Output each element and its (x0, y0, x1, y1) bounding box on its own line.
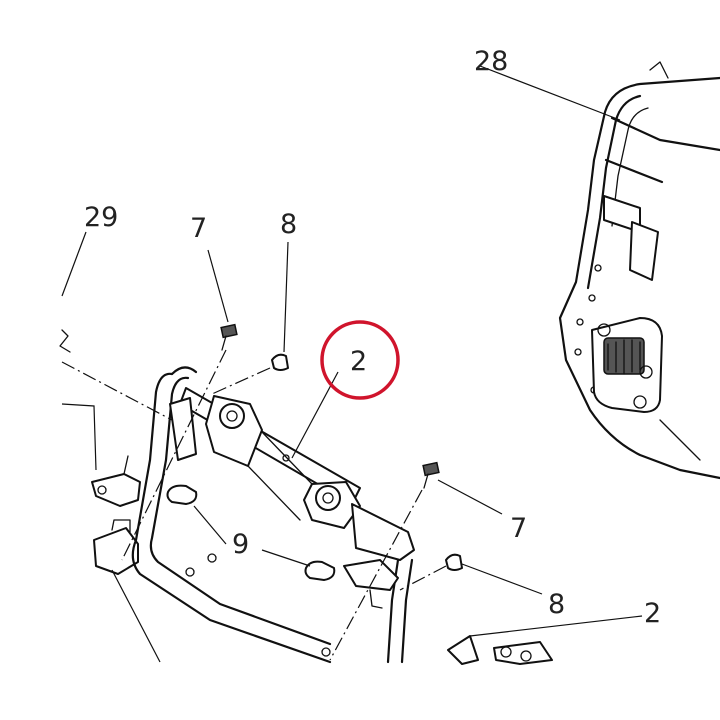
case-top-box (558, 61, 720, 480)
highlight-ring (320, 320, 400, 400)
callout-29: 29 (84, 202, 118, 233)
callout-28: 28 (474, 46, 508, 77)
callout-8-right: 8 (548, 589, 565, 620)
callout-8-top: 8 (280, 209, 297, 240)
callout-7-right: 7 (510, 513, 527, 544)
left-bracket-part (59, 329, 141, 575)
callout-9: 9 (232, 529, 249, 560)
callout-2: 2 (350, 346, 367, 377)
assembly-lines (61, 349, 447, 661)
callout-7-top: 7 (190, 213, 207, 244)
callout-labels: 28 29 7 8 2 7 9 8 2 (84, 46, 661, 629)
rubber-pads (166, 484, 336, 581)
callout-2-right: 2 (644, 598, 661, 629)
frame-rack (131, 366, 553, 665)
fasteners (220, 323, 463, 571)
leader-lines (61, 65, 643, 663)
